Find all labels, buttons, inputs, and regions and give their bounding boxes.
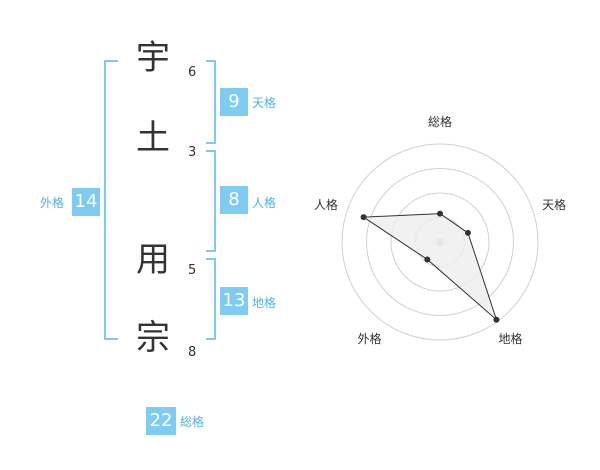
chikaku-label: 地格 bbox=[252, 296, 277, 310]
tenkaku-label: 天格 bbox=[252, 96, 277, 110]
stroke-count-3: 5 bbox=[188, 263, 197, 278]
radar-point-3 bbox=[493, 316, 500, 323]
radar-ring bbox=[366, 168, 514, 316]
soukaku-score-badge: 22 bbox=[146, 407, 176, 435]
radar-ring bbox=[390, 192, 490, 292]
chikaku-bracket bbox=[206, 258, 216, 340]
gaikaku-bracket bbox=[104, 60, 118, 340]
soukaku-label: 総格 bbox=[180, 415, 205, 429]
radar-axis-label-5: 人格 bbox=[314, 197, 338, 212]
radar-point-4 bbox=[424, 256, 431, 263]
jinkaku-bracket bbox=[206, 150, 216, 252]
radar-point-1 bbox=[437, 210, 443, 217]
radar-ring bbox=[341, 143, 539, 341]
chikaku-score-badge: 13 bbox=[220, 287, 248, 315]
tenkaku-bracket bbox=[206, 60, 216, 144]
gaikaku-label: 外格 bbox=[40, 196, 65, 210]
radar-point-5 bbox=[360, 214, 367, 221]
radar-axis-label-3: 地格 bbox=[499, 331, 523, 346]
tenkaku-score-badge: 9 bbox=[220, 88, 248, 116]
name-char-4: 宗 bbox=[136, 318, 170, 358]
name-char-2: 土 bbox=[136, 118, 170, 158]
name-char-1: 宇 bbox=[136, 38, 170, 78]
stroke-count-1: 6 bbox=[188, 65, 197, 80]
jinkaku-label: 人格 bbox=[252, 196, 277, 210]
name-char-3: 用 bbox=[136, 240, 170, 280]
radar-axis-label-2: 天格 bbox=[542, 197, 566, 212]
radar-axis-label-1: 総格 bbox=[428, 114, 452, 129]
gaikaku-score-badge: 14 bbox=[72, 188, 100, 216]
radar-point-2 bbox=[464, 229, 471, 236]
jinkaku-score-badge: 8 bbox=[220, 186, 248, 214]
stroke-count-4: 8 bbox=[188, 345, 197, 360]
radar-axis-label-4: 外格 bbox=[357, 331, 381, 346]
radar-polygon bbox=[362, 213, 498, 322]
stroke-count-2: 3 bbox=[188, 145, 197, 160]
